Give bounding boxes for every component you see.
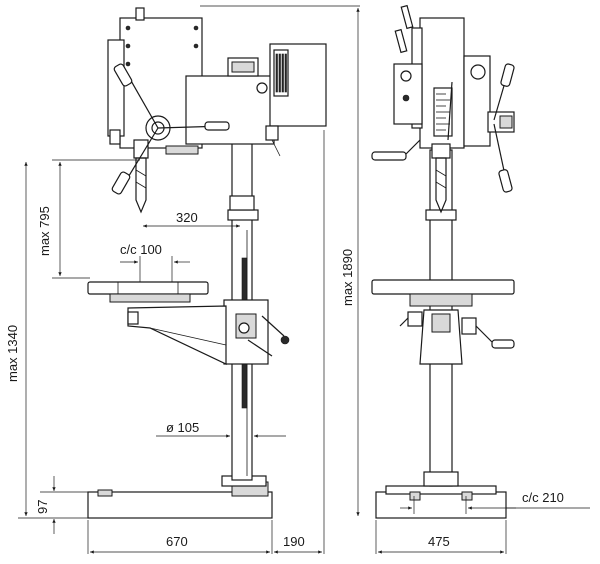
dimension-labels: max 795 max 1340 max 1890 97 320 c/c 100… xyxy=(5,206,564,549)
dim-475-label: 475 xyxy=(428,534,450,549)
dim-max-795-label: max 795 xyxy=(37,206,52,256)
dim-320-label: 320 xyxy=(176,210,198,225)
side-drill-bit xyxy=(135,157,147,214)
dim-max-1890-label: max 1890 xyxy=(340,249,355,306)
dim-105-label: ø 105 xyxy=(166,420,199,435)
dim-cc-100-label: c/c 100 xyxy=(120,242,162,257)
side-view xyxy=(87,7,327,519)
front-table-bracket xyxy=(419,309,463,365)
dim-cc-210-label: c/c 210 xyxy=(522,490,564,505)
front-view xyxy=(371,4,515,519)
front-drill-bit xyxy=(435,157,447,214)
dimension-lines xyxy=(18,5,590,554)
front-base-plate xyxy=(375,491,507,519)
dim-max-1340-label: max 1340 xyxy=(5,325,20,382)
side-table-arm xyxy=(127,305,227,365)
dim-670-label: 670 xyxy=(166,534,188,549)
front-worktable xyxy=(371,279,515,295)
dim-97-label: 97 xyxy=(35,500,50,514)
side-worktable xyxy=(87,281,209,295)
front-quill xyxy=(431,143,451,159)
dim-190-label: 190 xyxy=(283,534,305,549)
